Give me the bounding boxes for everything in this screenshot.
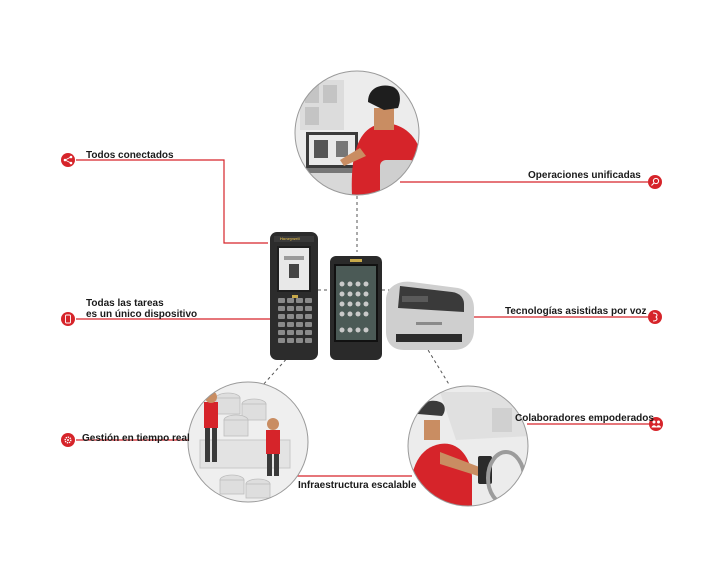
scene-driver-circle [407,385,529,507]
scene-operations-circle [294,70,420,196]
label-infraestructura-escalable: Infraestructura escalable [298,480,417,491]
device-keypad-handheld [270,232,318,360]
label-todos-conectados: Todos conectados [86,150,174,161]
label-unico-dispositivo: es un único dispositivo [86,309,198,320]
search-icon [648,175,662,189]
people-icon [649,417,663,431]
scene-warehouse-circle [187,381,309,503]
phone-icon [61,312,75,326]
dashed-connectors [261,196,451,387]
leader-lines [76,159,650,477]
label-colaboradores-empoderados: Colaboradores empoderados [515,413,654,424]
share-icon [61,153,75,167]
device-brand-label: Honeywell [280,236,300,241]
device-touch-mobile-computer [330,256,382,360]
gear-icon [61,433,75,447]
label-gestion-tiempo-real: Gestión en tiempo real [82,433,190,444]
voice-icon [648,310,662,324]
device-mobile-printer [386,281,474,350]
label-operaciones-unificadas: Operaciones unificadas [528,170,641,181]
label-todas-las-tareas: Todas las tareas [86,298,164,309]
label-tecnologias-voz: Tecnologías asistidas por voz [505,306,647,317]
